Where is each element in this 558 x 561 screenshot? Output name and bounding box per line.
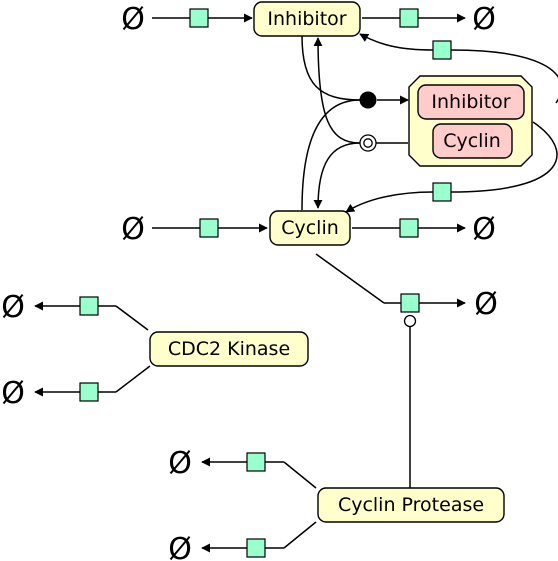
arc-cdc2-upper: [115, 305, 149, 331]
arc-protease-upper: [283, 461, 317, 489]
empty-set-inhibitor-sink: Ø: [472, 2, 496, 37]
dissociation-node-inner: [363, 138, 373, 148]
cyclin-protease-node-box: [317, 487, 505, 523]
process-protease-degradation-2: [246, 538, 266, 558]
cyclin-node-box: [269, 210, 351, 246]
inhibitor-node: Inhibitor: [253, 1, 361, 37]
cdc2-kinase-node: CDC2 Kinase: [149, 331, 309, 367]
process-cdc2-degradation-2: [79, 382, 99, 402]
arcs: [34, 13, 558, 553]
empty-set-cyclin-source: Ø: [121, 212, 145, 247]
arc-dissociation-to-inhibitor: [313, 37, 361, 144]
process-inhibitor-synthesis: [189, 8, 209, 28]
process-cyclin-degradation: [399, 218, 419, 238]
process-nodes: [79, 8, 452, 558]
arc-cdc2-lower: [115, 365, 151, 393]
cyclin-node: Cyclin: [269, 210, 351, 246]
cyclin-protease-label: Cyclin Protease: [338, 494, 484, 516]
arc-to-cyclin-release: [345, 191, 434, 213]
arc-cyclin-to-proteolysis: [315, 253, 385, 304]
arc-protease-lower: [283, 521, 317, 549]
cyclin-protease-node: Cyclin Protease: [317, 487, 505, 523]
inhibitor-node-box: [253, 1, 361, 37]
empty-set-protease-sink-2: Ø: [168, 532, 192, 561]
inhibitor-label: Inhibitor: [267, 8, 346, 30]
arc-dissociation-to-cyclin: [313, 142, 361, 209]
association-node: [359, 91, 377, 109]
arc-to-inhibitor-release: [359, 33, 434, 51]
complex-cyclin-box: [432, 123, 513, 159]
cdc2-kinase-node-box: [149, 331, 309, 367]
process-cyclin-synthesis: [199, 218, 219, 238]
arc-inhibitor-to-association: [301, 35, 361, 101]
process-cyclin-proteolysis: [400, 293, 420, 313]
arc-cyclin-to-association: [301, 99, 361, 211]
process-inhibitor-degradation: [399, 8, 419, 28]
arc-complex-to-inhibitor-process: [450, 49, 558, 104]
process-inhibitor-release: [432, 40, 452, 60]
empty-set-cdc2-sink-1: Ø: [1, 290, 25, 325]
cyclin-label: Cyclin: [281, 217, 339, 239]
process-protease-degradation-1: [246, 452, 266, 472]
empty-set-inhibitor-source: Ø: [121, 2, 145, 37]
empty-set-cyclin-sink: Ø: [472, 212, 496, 247]
empty-set-protease-sink-1: Ø: [168, 446, 192, 481]
arc-complex-to-cyclin-process: [450, 121, 558, 193]
inhibitor-cyclin-complex: Inhibitor Cyclin: [408, 75, 533, 167]
process-cyclin-release: [432, 182, 452, 202]
catalysis-circle: [403, 314, 417, 328]
complex-inhibitor-label: Inhibitor: [431, 91, 510, 113]
process-cdc2-degradation-1: [79, 296, 99, 316]
cdc2-kinase-label: CDC2 Kinase: [168, 338, 290, 360]
complex-cyclin-label: Cyclin: [443, 130, 501, 152]
empty-sets: Ø Ø Ø Ø Ø Ø Ø Ø Ø: [1, 2, 498, 561]
empty-set-cdc2-sink-2: Ø: [1, 376, 25, 411]
empty-set-proteolysis-sink: Ø: [474, 287, 498, 322]
complex-inhibitor-box: [417, 84, 525, 120]
